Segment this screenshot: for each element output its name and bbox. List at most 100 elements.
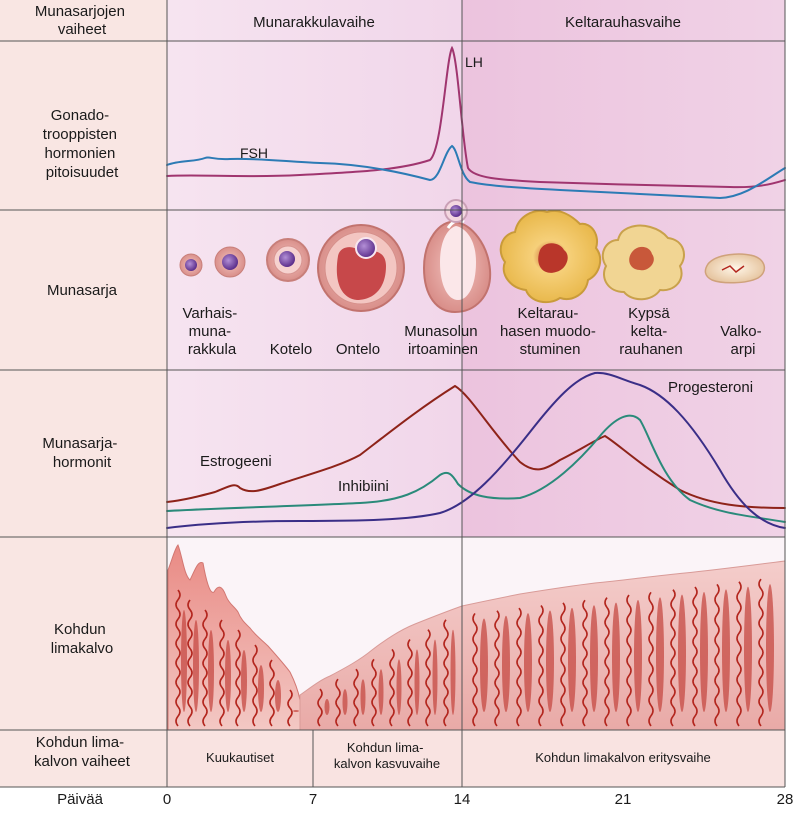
blood-vessel xyxy=(648,591,654,727)
blood-vessel xyxy=(235,629,241,727)
day-tick-7: 7 xyxy=(309,791,317,808)
lh-curve xyxy=(166,45,786,189)
mature-corpus-luteum-image xyxy=(601,224,685,301)
blood-vessel xyxy=(219,619,225,727)
endometrium-illustration xyxy=(167,544,786,731)
blood-vessel xyxy=(353,668,359,727)
blood-vessel xyxy=(670,589,676,727)
ovary-stage-label-cl-forming: Keltarau- hasen muodo- stuminen xyxy=(500,305,600,358)
ovary-stage-label-ovulation: Munasolun irtoaminen xyxy=(404,323,482,358)
days-label: Päivää xyxy=(57,791,104,808)
progesterone-label: Progesteroni xyxy=(668,379,753,396)
blood-vessel xyxy=(626,594,632,727)
blood-vessel xyxy=(335,678,341,727)
ovary-stage-label-primary: Kotelo xyxy=(270,341,313,358)
ovary-stage-label-antral: Ontelo xyxy=(336,341,380,358)
fsh-label: FSH xyxy=(240,145,268,161)
ovarian-hormones-row-label: Munasarja- hormonit xyxy=(42,435,121,471)
gonadotropin-curves xyxy=(166,45,786,200)
day-tick-21: 21 xyxy=(615,791,632,808)
blood-vessel xyxy=(317,688,323,727)
uterine-gland xyxy=(568,607,576,712)
uterine-gland xyxy=(722,589,730,712)
phases-row-label: Munasarjojen vaiheet xyxy=(35,3,129,38)
day-axis: 0 7 14 21 28 xyxy=(163,791,794,808)
blood-vessel xyxy=(560,602,566,727)
blood-vessel xyxy=(758,578,764,727)
uterine-gland xyxy=(590,605,598,712)
uterine-gland xyxy=(524,613,532,712)
blood-vessel xyxy=(516,607,522,727)
inhibin-curve xyxy=(166,414,786,523)
uterine-gland xyxy=(480,618,488,712)
uterine-gland xyxy=(378,669,384,716)
uterine-gland xyxy=(766,584,774,712)
blood-vessel xyxy=(582,599,588,727)
primordial-follicle-image xyxy=(179,246,246,278)
blood-vessel xyxy=(407,638,413,727)
uterine-gland xyxy=(432,639,438,715)
blood-vessel xyxy=(692,586,698,727)
uterine-gland xyxy=(678,594,686,713)
corpus-albicans-image xyxy=(704,253,766,284)
regrowing-layer xyxy=(299,560,786,731)
ovary-row-label: Munasarja xyxy=(47,282,118,299)
inhibin-label: Inhibiini xyxy=(338,478,389,495)
label-column-bg xyxy=(0,0,167,787)
endometrium-row-label: Kohdun limakalvo xyxy=(51,621,114,657)
shedding-layer xyxy=(167,544,301,731)
blood-vessel xyxy=(472,612,478,727)
blood-vessel xyxy=(269,659,275,727)
ovary-stage-label-albicans: Valko- arpi xyxy=(720,323,766,358)
uterine-gland xyxy=(181,610,187,712)
uterine-gland xyxy=(241,650,247,712)
blood-vessel xyxy=(371,658,377,727)
antral-follicle-image xyxy=(317,224,405,312)
day-tick-28: 28 xyxy=(777,791,794,808)
fsh-curve xyxy=(166,144,786,200)
blood-vessel xyxy=(287,689,293,727)
ovary-illustrations xyxy=(179,199,766,314)
blood-vessel xyxy=(494,610,500,727)
primary-follicle-image xyxy=(266,238,310,282)
uterine-gland xyxy=(275,680,281,712)
gonadotropins-row-label: Gonado- trooppisten hormonien pitoisuude… xyxy=(43,107,121,181)
uterine-gland xyxy=(342,689,348,715)
uterine-gland xyxy=(225,640,231,712)
endometrial-phases-row-label: Kohdun lima- kalvon vaiheet xyxy=(34,734,131,770)
uterine-gland xyxy=(700,592,708,713)
uterine-gland xyxy=(324,699,330,715)
estrogen-curve xyxy=(166,384,786,509)
blood-vessel xyxy=(425,629,431,727)
blood-vessel xyxy=(736,581,742,727)
lh-label: LH xyxy=(465,54,483,70)
blood-vessel xyxy=(443,619,449,727)
blood-vessel xyxy=(604,597,610,727)
uterine-gland xyxy=(208,630,214,712)
follicular-phase-label: Munarakkulavaihe xyxy=(253,14,375,31)
endometrial-phase-bg xyxy=(167,730,785,787)
blood-vessel xyxy=(714,583,720,727)
days-row-bg xyxy=(0,787,800,812)
uterine-gland xyxy=(744,586,752,712)
ovary-stage-label-cl-mature: Kypsä kelta- rauhanen xyxy=(619,305,682,358)
blood-vessel xyxy=(202,609,208,727)
forming-corpus-luteum-image xyxy=(499,210,602,304)
uterine-gland xyxy=(414,649,420,715)
blood-vessel xyxy=(252,644,258,727)
luteal-phase-label: Keltarauhasvaihe xyxy=(565,14,681,31)
uterine-gland xyxy=(360,679,366,715)
secretory-phase-label: Kohdun limakalvon eritysvaihe xyxy=(535,750,711,765)
uterine-gland xyxy=(546,610,554,712)
uterine-gland xyxy=(612,602,620,712)
uterine-gland xyxy=(396,659,402,715)
day-tick-14: 14 xyxy=(454,791,471,808)
ovary-stage-label-primordial: Varhais- muna- rakkula xyxy=(183,305,242,358)
uterine-gland xyxy=(193,620,199,712)
estrogen-label: Estrogeeni xyxy=(200,453,272,470)
progesterone-curve xyxy=(166,371,786,529)
uterine-gland xyxy=(656,597,664,712)
day-tick-0: 0 xyxy=(163,791,171,808)
grid-lines xyxy=(0,0,786,788)
